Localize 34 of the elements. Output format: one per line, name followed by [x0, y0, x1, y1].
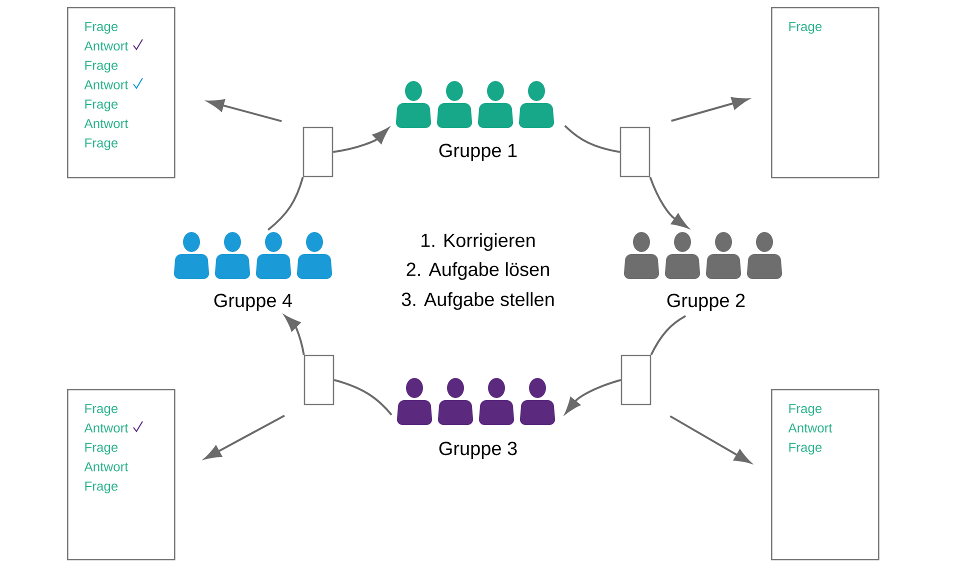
sheet-text: Antwort [84, 41, 128, 51]
card-box [302, 126, 334, 178]
card-box [620, 126, 650, 178]
sheet-text: Frage [85, 442, 118, 454]
sheet-text: Frage [789, 404, 822, 416]
sheet-text: Antwort [788, 423, 832, 433]
arrow [649, 176, 688, 228]
sheet-text: Frage [789, 442, 822, 454]
arrow [333, 128, 389, 153]
arrow [670, 415, 751, 464]
sheet-text: Antwort [84, 80, 128, 90]
sheet-text: Frage [85, 404, 118, 416]
sheet-text: Frage [85, 22, 118, 34]
arrow [671, 97, 749, 122]
sheet-text: Frage [85, 100, 118, 112]
card-box [620, 354, 652, 406]
group-label: Gruppe 2 [667, 294, 745, 311]
instruction-text: 3. Aufgabe stellen [402, 292, 554, 310]
arrow [564, 379, 622, 414]
instruction-text: 1. Korrigieren [422, 233, 535, 251]
group-label: Gruppe 1 [439, 144, 517, 161]
group-label: Gruppe 4 [214, 294, 292, 311]
sheet-text: Antwort [84, 462, 128, 472]
sheet-text: Frage [789, 22, 822, 34]
arrow [284, 315, 305, 356]
sheet-text: Antwort [84, 423, 128, 433]
sheet-text: Frage [85, 60, 118, 72]
sheet-text: Antwort [84, 119, 128, 128]
group-label: Gruppe 3 [439, 442, 517, 459]
instruction-text: 2. Aufgabe lösen [406, 262, 549, 280]
card-box [304, 354, 334, 406]
sheet-text: Frage [85, 138, 118, 150]
sheet-text: Frage [85, 482, 118, 494]
arrow [204, 414, 285, 460]
